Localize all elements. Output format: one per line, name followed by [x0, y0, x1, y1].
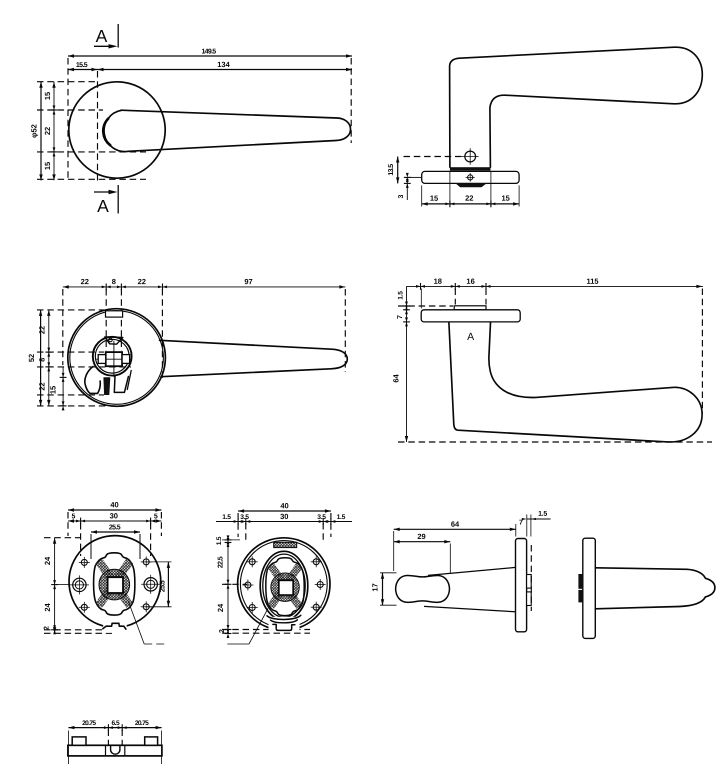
svg-text:8: 8 — [38, 358, 47, 362]
svg-text:52: 52 — [27, 354, 36, 362]
svg-text:15: 15 — [502, 194, 510, 203]
svg-text:3: 3 — [398, 194, 405, 198]
svg-text:134: 134 — [217, 60, 230, 69]
svg-text:22: 22 — [38, 382, 47, 390]
svg-text:22.5: 22.5 — [218, 556, 225, 568]
svg-text:13.5: 13.5 — [388, 164, 395, 176]
svg-text:29: 29 — [417, 532, 425, 541]
svg-text:A: A — [97, 196, 109, 216]
svg-text:1.5: 1.5 — [222, 514, 231, 521]
svg-text:1.5: 1.5 — [538, 511, 547, 518]
svg-text:15: 15 — [48, 386, 57, 394]
svg-text:24: 24 — [43, 556, 52, 565]
svg-text:15: 15 — [430, 194, 438, 203]
svg-text:20.75: 20.75 — [135, 720, 149, 727]
svg-text:2: 2 — [219, 629, 226, 633]
svg-text:15: 15 — [43, 162, 52, 170]
svg-text:30: 30 — [280, 512, 288, 521]
svg-text:149.5: 149.5 — [201, 48, 216, 55]
svg-text:15: 15 — [43, 92, 52, 100]
svg-text:24: 24 — [43, 603, 52, 612]
svg-text:3.5: 3.5 — [317, 514, 326, 521]
svg-text:17: 17 — [370, 583, 379, 591]
svg-text:64: 64 — [451, 520, 460, 529]
svg-text:24: 24 — [216, 603, 225, 612]
svg-text:16: 16 — [466, 277, 474, 286]
svg-text:97: 97 — [244, 277, 252, 286]
svg-text:8: 8 — [112, 277, 116, 286]
svg-text:40: 40 — [280, 501, 288, 510]
svg-text:2: 2 — [44, 626, 51, 630]
svg-text:5: 5 — [72, 513, 76, 520]
svg-text:A: A — [467, 331, 474, 343]
svg-text:25.5: 25.5 — [109, 524, 121, 531]
svg-text:22: 22 — [81, 277, 89, 286]
svg-text:φ52: φ52 — [30, 124, 39, 138]
svg-text:64: 64 — [392, 374, 401, 383]
svg-text:25.5: 25.5 — [159, 580, 166, 592]
svg-text:20.75: 20.75 — [82, 720, 96, 727]
svg-text:115: 115 — [586, 277, 598, 286]
svg-text:22: 22 — [43, 127, 52, 135]
svg-text:40: 40 — [110, 500, 118, 509]
svg-text:7: 7 — [519, 519, 523, 526]
svg-text:6.5: 6.5 — [111, 720, 120, 727]
svg-text:15.5: 15.5 — [76, 62, 88, 69]
svg-text:7: 7 — [397, 315, 404, 319]
svg-text:A: A — [96, 26, 108, 46]
svg-text:22: 22 — [465, 194, 473, 203]
svg-text:1.5: 1.5 — [216, 536, 223, 545]
svg-text:3.5: 3.5 — [240, 514, 249, 521]
svg-text:30: 30 — [110, 511, 118, 520]
svg-text:1.5: 1.5 — [337, 514, 346, 521]
svg-text:5: 5 — [154, 513, 158, 520]
svg-text:22: 22 — [38, 326, 47, 334]
svg-text:18: 18 — [434, 277, 442, 286]
svg-text:22: 22 — [138, 277, 146, 286]
svg-text:1.5: 1.5 — [397, 291, 404, 300]
